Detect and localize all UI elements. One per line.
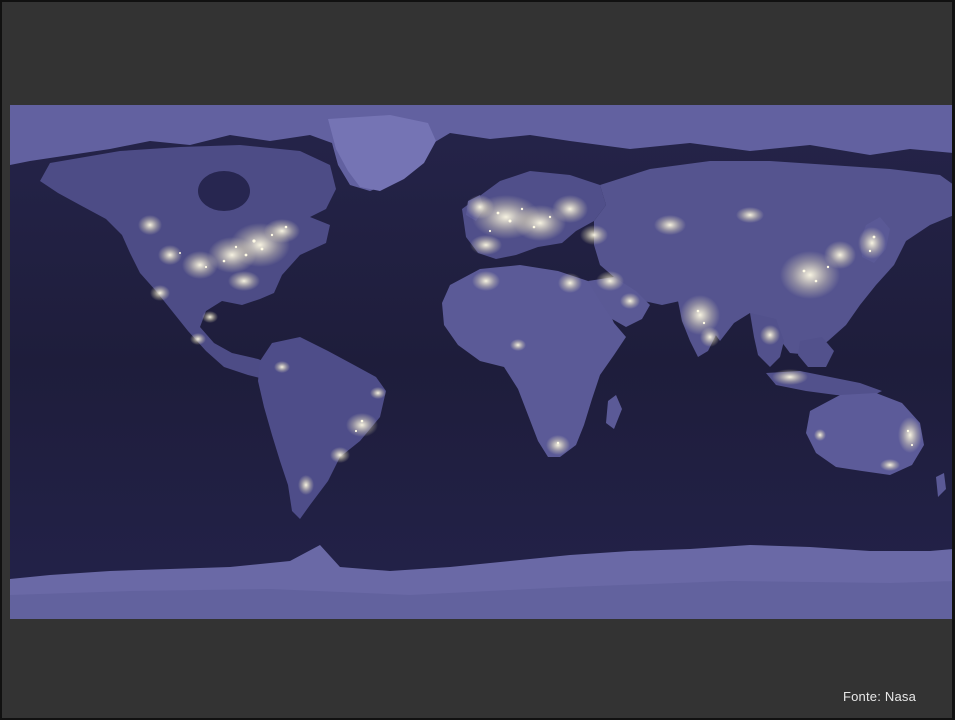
new-zealand bbox=[936, 473, 946, 497]
city-light-speckles bbox=[179, 207, 914, 447]
borneo bbox=[798, 337, 834, 367]
city-lights-asia bbox=[596, 207, 886, 385]
hudson-bay bbox=[198, 171, 250, 211]
source-credit: Fonte: Nasa bbox=[842, 689, 916, 704]
south-america bbox=[258, 337, 386, 519]
night-lights-map-svg bbox=[10, 105, 952, 619]
city-lights-africa-oceania bbox=[472, 271, 922, 471]
greenland bbox=[328, 115, 436, 191]
antarctic-coast-shade bbox=[10, 581, 952, 619]
africa bbox=[442, 265, 626, 457]
city-lights-south-america bbox=[274, 361, 386, 495]
australia bbox=[806, 393, 924, 475]
asia bbox=[594, 161, 952, 355]
arctic-ice bbox=[10, 105, 952, 191]
world-night-map bbox=[10, 105, 952, 619]
madagascar bbox=[606, 395, 622, 429]
city-lights-europe bbox=[466, 195, 608, 255]
city-lights-north-america bbox=[138, 215, 300, 345]
